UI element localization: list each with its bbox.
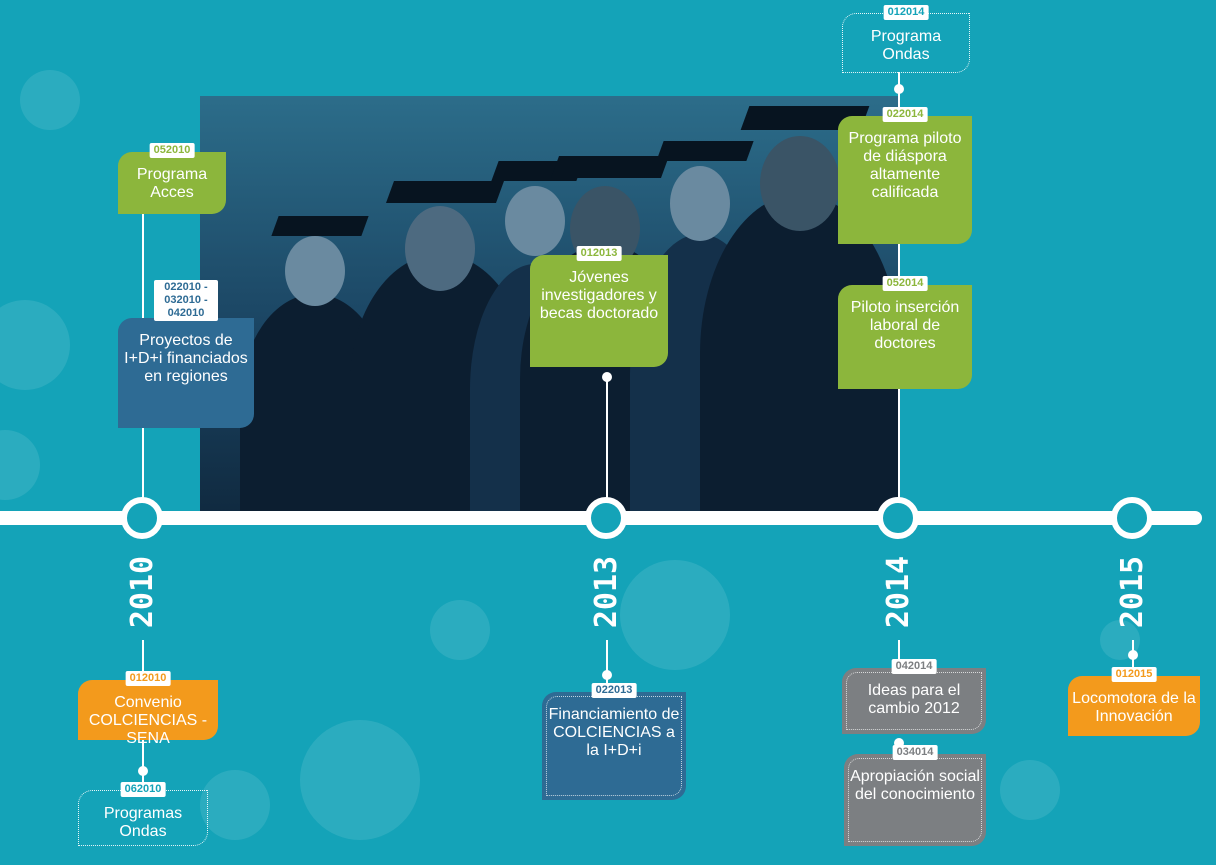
bg-circle	[300, 720, 420, 840]
year-node-2010	[121, 497, 163, 539]
event-financiamiento-colciencias: 022013 Financiamiento de COLCIENCIAS a l…	[542, 683, 686, 800]
event-text: Piloto inserción laboral de doctores	[850, 299, 960, 352]
event-programas-ondas-2010: 062010 Programas Ondas	[78, 782, 208, 846]
event-text: Ideas para el cambio 2012	[867, 682, 961, 717]
connector-dot	[894, 84, 904, 94]
year-label-2013: 2013	[589, 555, 624, 629]
event-date-tag: 012013	[576, 246, 622, 261]
event-piloto-insercion: 052014 Piloto inserción laboral de docto…	[838, 276, 972, 389]
connector-line	[142, 640, 144, 680]
event-text: Jóvenes investigadores y becas doctorado	[539, 269, 659, 322]
event-date-tag: 052014	[882, 276, 928, 291]
event-date-tag: 012014	[883, 5, 929, 20]
event-text: Proyectos de I+D+i financiados en region…	[124, 332, 248, 385]
event-date-tag: 062010	[120, 782, 166, 797]
bg-circle	[620, 560, 730, 670]
event-text: Programa Acces	[136, 166, 208, 201]
year-label-2014: 2014	[881, 555, 916, 629]
event-date-tag: 042014	[891, 659, 937, 674]
year-label-2010: 2010	[125, 555, 160, 629]
bg-circle	[20, 70, 80, 130]
connector-line	[142, 740, 144, 790]
event-jovenes-investigadores: 012013 Jóvenes investigadores y becas do…	[530, 246, 668, 367]
connector-line	[606, 640, 608, 692]
event-convenio-colciencias-sena: 012010 Convenio COLCIENCIAS -SENA	[78, 671, 218, 747]
year-node-2015	[1111, 497, 1153, 539]
event-text: Financiamiento de COLCIENCIAS a la I+D+i	[548, 706, 680, 759]
bg-circle	[1000, 760, 1060, 820]
bg-circle	[430, 600, 490, 660]
bg-circle	[0, 430, 40, 500]
event-date-tag: 022014	[882, 107, 928, 122]
bg-circle	[200, 770, 270, 840]
event-text: Convenio COLCIENCIAS -SENA	[88, 694, 208, 747]
event-programa-acces: 052010 Programa Acces	[118, 143, 226, 214]
event-date-tag: 034014	[892, 745, 938, 760]
event-date-tag: 022010 - 032010 - 042010	[154, 280, 218, 321]
year-node-2013	[585, 497, 627, 539]
event-date-tag: 012010	[125, 671, 171, 686]
year-node-2014	[877, 497, 919, 539]
event-ideas-para-el-cambio: 042014 Ideas para el cambio 2012	[842, 659, 986, 734]
event-text: Locomotora de la Innovación	[1072, 690, 1196, 725]
connector-line	[606, 376, 608, 500]
connector-dot	[1128, 650, 1138, 660]
event-proyectos-idi: 022010 - 032010 - 042010 Proyectos de I+…	[118, 280, 254, 428]
connector-dot	[894, 738, 904, 748]
event-locomotora-innovacion: 012015 Locomotora de la Innovación	[1068, 667, 1200, 736]
event-date-tag: 012015	[1111, 667, 1157, 682]
year-label-2015: 2015	[1115, 555, 1150, 629]
event-date-tag: 052010	[149, 143, 195, 158]
connector-dot	[602, 372, 612, 382]
event-text: Programa piloto de diáspora altamente ca…	[848, 130, 962, 201]
event-text: Apropiación social del conocimiento	[850, 768, 980, 803]
connector-dot	[602, 670, 612, 680]
bg-circle	[0, 300, 70, 390]
event-programa-ondas-2014: 012014 Programa Ondas	[842, 5, 970, 73]
event-text: Programa Ondas	[870, 28, 942, 63]
event-apropiacion-social: 034014 Apropiación social del conocimien…	[844, 745, 986, 846]
connector-dot	[138, 766, 148, 776]
event-programa-diaspora: 022014 Programa piloto de diáspora altam…	[838, 107, 972, 244]
event-text: Programas Ondas	[103, 805, 183, 840]
connector-line	[898, 640, 900, 670]
event-date-tag: 022013	[591, 683, 637, 698]
